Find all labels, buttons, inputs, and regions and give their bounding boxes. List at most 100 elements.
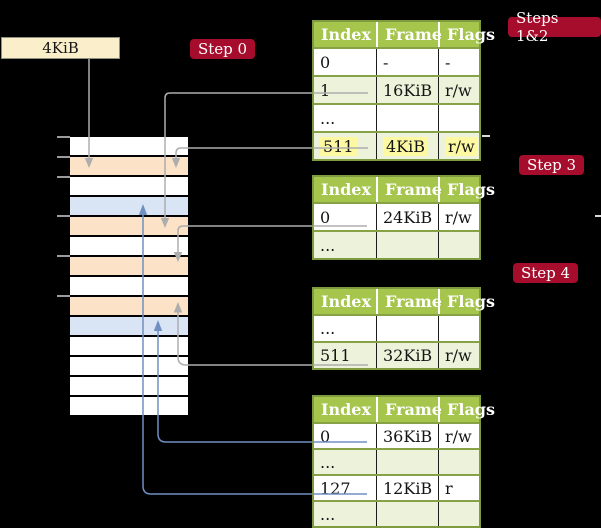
table-cell: r/w [438,77,479,103]
table-cell: ... [314,105,376,131]
memory-tick [57,215,70,217]
memory-tick [57,255,70,257]
table-cell: ... [314,316,376,341]
memory-row-white [70,237,188,255]
table-cell: ... [314,232,376,258]
frame-base-label: 4KiB [42,39,79,57]
table-cell [438,316,479,341]
memory-row-white [70,337,188,355]
table-cell: 32KiB [376,343,438,368]
table-cell [376,502,438,526]
arrow-table3-row511-to-memory [177,311,313,366]
physical-memory-column [70,137,188,415]
table-cell [376,450,438,474]
table-cell: 511 [314,343,376,368]
memory-row-blue [70,317,188,335]
badge-step-4: Step 4 [513,263,579,283]
table-cell [376,105,438,131]
table-cell: 1 [314,77,376,103]
column-header: Flags [438,289,495,314]
table-cell: 24KiB [376,204,438,230]
table-row: 511 4KiB r/w [314,131,479,159]
table-cell: r/w [438,133,479,159]
table-cell: r/w [438,424,479,448]
highlighted-value: 4KiB [383,136,429,156]
table-cell [438,232,479,258]
memory-tick [57,136,70,138]
memory-row-peach [70,217,188,235]
column-header: Frame [376,22,442,47]
memory-tick [57,156,70,158]
column-header: Frame [376,397,442,422]
table-row: ... [314,103,479,131]
highlighted-value: r/w [445,136,478,156]
table-row: ... [314,448,479,474]
memory-row-white [70,277,188,295]
table-cell [376,232,438,258]
memory-row-blue [70,197,188,215]
highlighted-value: 511 [320,136,357,156]
memory-row-peach [70,157,188,175]
table-row: 0-- [314,47,479,75]
table-cell: r/w [438,343,479,368]
memory-row-peach [70,257,188,275]
badge-step-3: Step 3 [519,155,585,175]
table-cell: 36KiB [376,424,438,448]
table-cell: 127 [314,476,376,500]
table-cell [438,502,479,526]
table-cell: ... [314,450,376,474]
table-cell [438,105,479,131]
frame-base-box: 4KiB [1,37,120,59]
arrow-table1-row511-to-memory [175,147,313,159]
column-header: Frame [376,289,442,314]
memory-row-white [70,377,188,395]
column-header: Index [321,180,372,199]
column-header: Frame [376,177,442,202]
table-cell [376,316,438,341]
memory-row-white [70,137,188,155]
table-cell: r [438,476,479,500]
memory-row-white [70,357,188,375]
column-header: Index [321,25,372,44]
column-header: Index [321,400,372,419]
memory-row-white [70,397,188,415]
column-header: Index [321,292,372,311]
table-cell: 12KiB [376,476,438,500]
table-cell [438,450,479,474]
memory-row-peach [70,297,188,315]
table-cell: 0 [314,49,376,75]
table-cell: - [376,49,438,75]
badge-steps-1-2: Steps 1&2 [508,9,601,45]
table-cell: ... [314,502,376,526]
memory-tick [57,295,70,297]
table-row: ... [314,314,479,341]
table-cell: - [438,49,479,75]
badge-step-0: Step 0 [190,39,256,59]
table-cell: 0 [314,424,376,448]
table-cell: 511 [314,133,376,159]
memory-row-white [70,177,188,195]
table-cell: 0 [314,204,376,230]
column-header: Flags [438,22,495,47]
memory-tick [57,176,70,178]
column-header: Flags [438,397,495,422]
table-row: ... [314,230,479,258]
table-cell: r/w [438,204,479,230]
arrow-table2-row0-to-memory [177,225,313,253]
table-cell: 16KiB [376,77,438,103]
column-header: Flags [438,177,495,202]
